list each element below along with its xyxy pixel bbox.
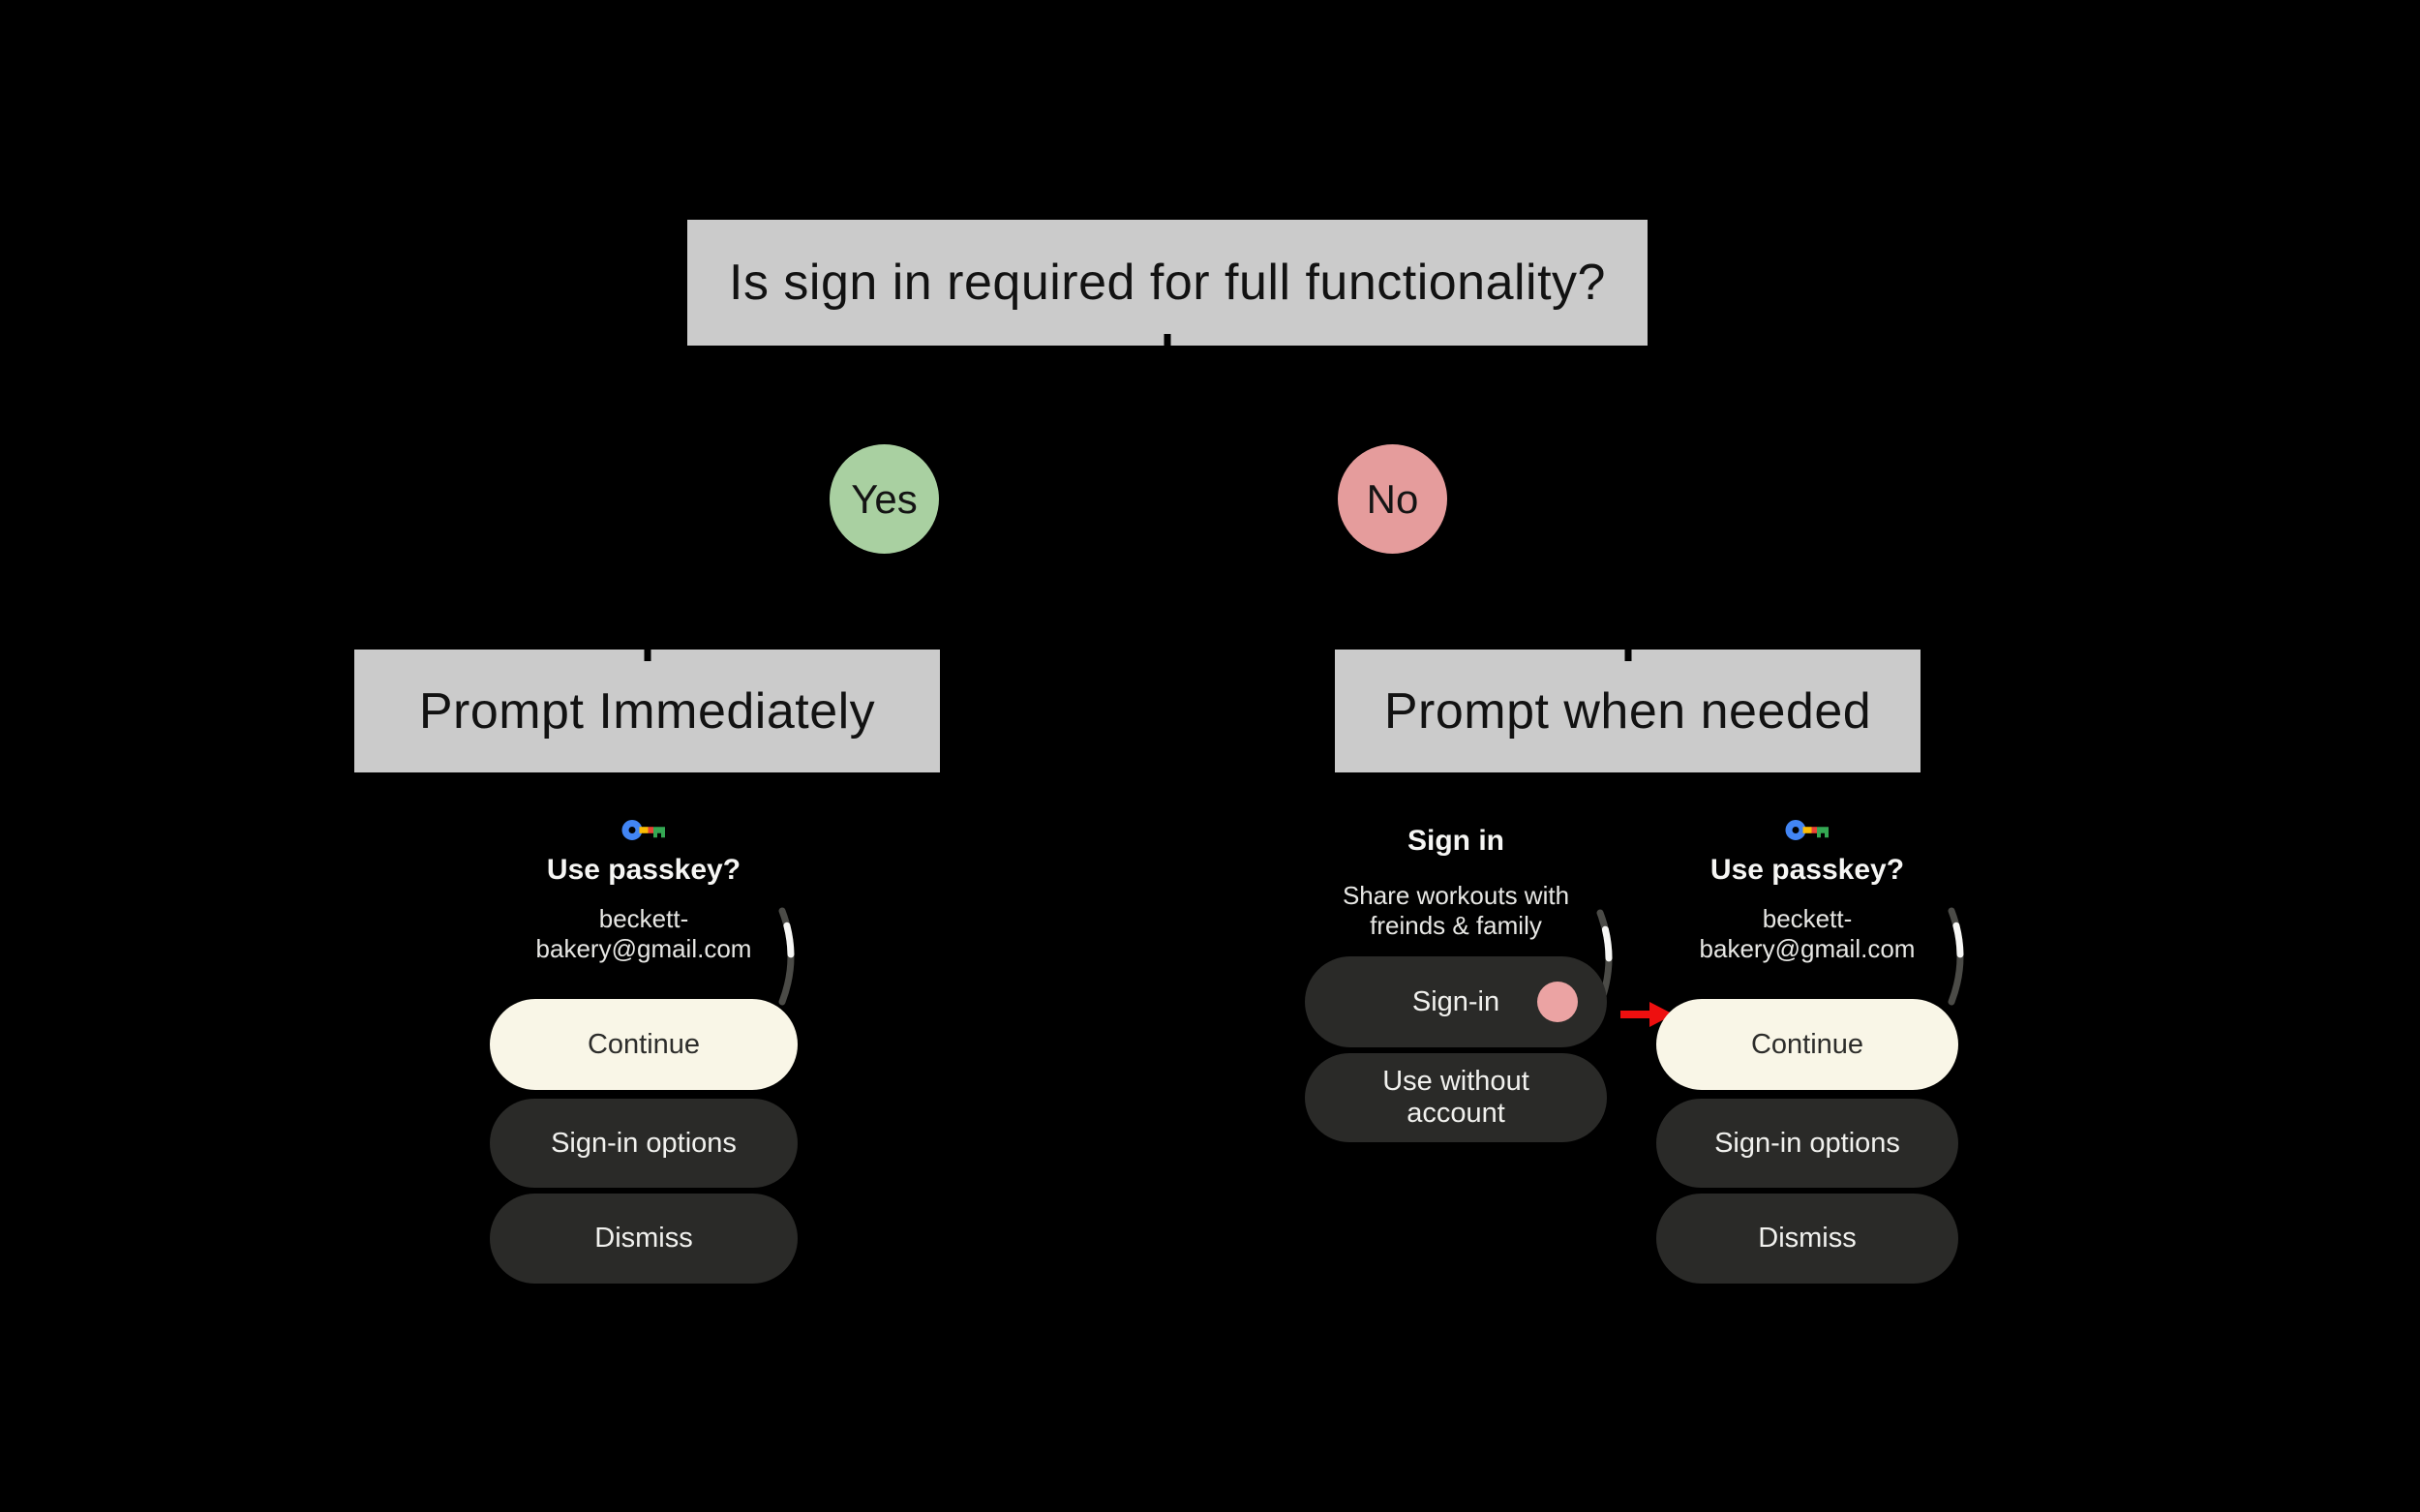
sign-in-title: Sign in [1407,825,1504,857]
dismiss-button[interactable]: Dismiss [490,1194,798,1284]
use-without-line2: account [1407,1098,1505,1129]
email-line1: beckett- [1762,904,1853,933]
connector-stub [1624,650,1631,661]
outcome-box-prompt-immediately: Prompt Immediately [354,650,940,772]
connector-stub [1164,334,1171,346]
continue-label: Continue [587,1028,701,1060]
yes-node: Yes [830,444,939,554]
yes-label: Yes [851,475,918,522]
sign-in-subtitle: Share workouts with freinds & family [1286,881,1626,941]
connector-stub [644,650,650,661]
red-arrow-icon [1620,1002,1674,1027]
question-text: Is sign in required for full functionali… [729,255,1606,311]
passkey-key-icon [1785,820,1829,840]
no-node: No [1338,444,1447,554]
use-without-account-button[interactable]: Use without account [1305,1053,1607,1142]
email-line1: beckett- [598,904,689,933]
no-label: No [1366,475,1419,522]
watch-screen-sign-in: Sign in Share workouts with freinds & fa… [1305,825,1613,1144]
email-line2: bakery@gmail.com [535,934,752,963]
use-without-line1: Use without [1382,1066,1529,1097]
continue-button[interactable]: Continue [490,999,798,1090]
question-box: Is sign in required for full functionali… [687,220,1648,346]
watch-screen-passkey-right: Use passkey? beckett- bakery@gmail.com C… [1656,815,1964,1285]
continue-button[interactable]: Continue [1656,999,1958,1090]
sign-in-button-label: Sign-in [1411,985,1500,1017]
tap-indicator-dot [1537,982,1578,1022]
dismiss-button[interactable]: Dismiss [1656,1194,1958,1284]
watch-screen-passkey-left: Use passkey? beckett- bakery@gmail.com C… [490,815,798,1285]
email-line2: bakery@gmail.com [1699,934,1916,963]
sign-in-options-label: Sign-in options [1714,1127,1900,1159]
passkey-title: Use passkey? [1709,854,1905,886]
outcome-box-prompt-when-needed: Prompt when needed [1335,650,1921,772]
subtitle-line2: freinds & family [1370,911,1542,940]
outcome-text: Prompt when needed [1383,682,1872,740]
sign-in-button[interactable]: Sign-in [1305,956,1607,1047]
passkey-title: Use passkey? [546,854,741,886]
sign-in-options-label: Sign-in options [551,1127,737,1159]
scroll-indicator[interactable] [1947,906,1972,1007]
sign-in-options-button[interactable]: Sign-in options [1656,1099,1958,1188]
dismiss-label: Dismiss [1758,1223,1857,1254]
subtitle-line1: Share workouts with [1342,881,1570,910]
dismiss-label: Dismiss [594,1223,693,1254]
passkey-email: beckett- bakery@gmail.com [1637,904,1978,964]
passkey-key-icon [621,820,665,840]
outcome-text: Prompt Immediately [418,682,876,740]
sign-in-options-button[interactable]: Sign-in options [490,1099,798,1188]
scroll-indicator[interactable] [777,906,802,1007]
continue-label: Continue [1750,1028,1864,1060]
passkey-email: beckett- bakery@gmail.com [470,904,817,964]
